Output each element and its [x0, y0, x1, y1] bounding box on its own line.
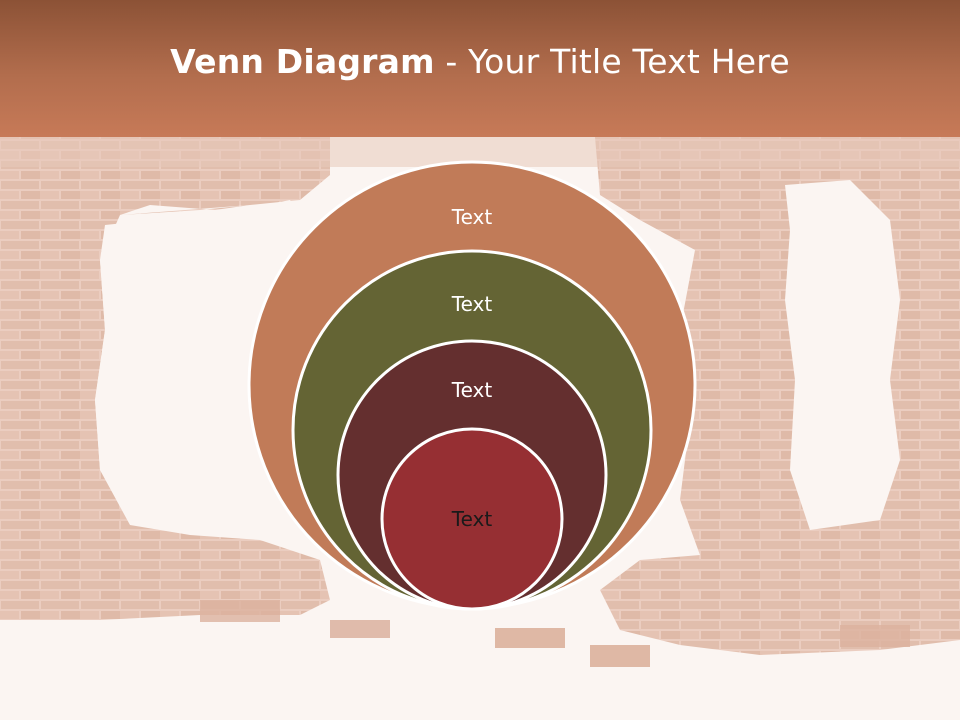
- slide-title-bold: Venn Diagram: [170, 42, 435, 81]
- circle-inner-label: Text: [451, 507, 493, 531]
- slide-title-rest: - Your Title Text Here: [434, 42, 790, 81]
- circle-second-label: Text: [451, 292, 493, 316]
- circle-third-label: Text: [451, 378, 493, 402]
- circle-outer-label: Text: [451, 205, 493, 229]
- slide-title: Venn Diagram - Your Title Text Here: [0, 38, 960, 86]
- title-bar: [0, 0, 960, 137]
- circle-inner[interactable]: [380, 427, 564, 611]
